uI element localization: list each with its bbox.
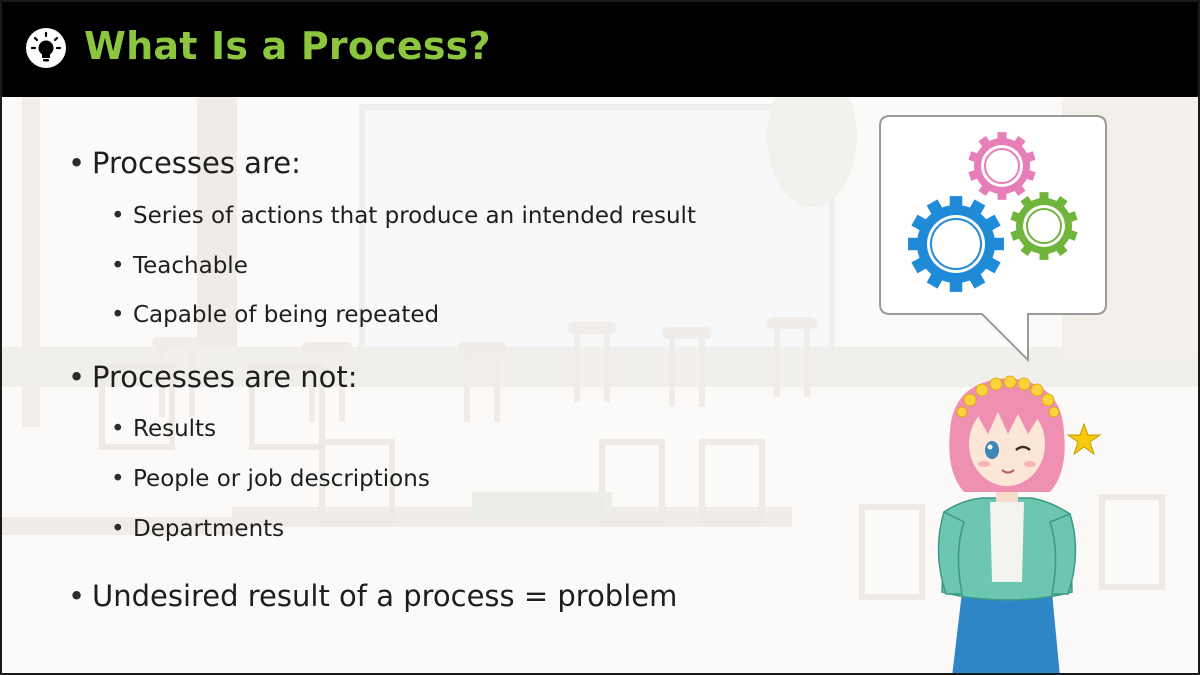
bullet-dot: • <box>111 416 125 442</box>
bullet-dot: • <box>111 203 125 229</box>
bullet-dot: • <box>68 579 86 613</box>
bullet-item: • Undesired result of a process = proble… <box>68 579 678 613</box>
lightbulb-icon <box>26 28 66 68</box>
bullet-text: Teachable <box>133 253 248 279</box>
anime-character-illustration <box>937 375 1102 673</box>
bullet-item: • Results <box>111 416 217 442</box>
slide-header: What Is a Process? <box>2 2 1198 97</box>
slide-title: What Is a Process? <box>84 24 491 68</box>
bullet-text: Results <box>133 416 217 442</box>
bullet-text: People or job descriptions <box>133 466 430 492</box>
gear-icon-green <box>1010 192 1078 260</box>
bullet-list: • Processes are: • Series of actions tha… <box>2 97 862 673</box>
bullet-text: Capable of being repeated <box>133 302 440 328</box>
bullet-item: • Capable of being repeated <box>111 302 440 328</box>
bullet-text: Processes are not: <box>92 360 358 394</box>
bullet-item: • People or job descriptions <box>111 466 430 492</box>
bullet-dot: • <box>111 253 125 279</box>
speech-bubble <box>879 115 1107 363</box>
bullet-dot: • <box>111 302 125 328</box>
bullet-text: Undesired result of a process = problem <box>92 579 678 613</box>
bullet-item: • Departments <box>111 516 285 542</box>
bullet-item: • Teachable <box>111 253 248 279</box>
star-icon <box>1066 422 1102 456</box>
bullet-text: Departments <box>133 516 285 542</box>
bullet-dot: • <box>111 466 125 492</box>
bullet-text: Series of actions that produce an intend… <box>133 203 696 229</box>
bullet-item: • Processes are: <box>68 146 301 180</box>
gear-icon-pink <box>968 132 1036 200</box>
bullet-dot: • <box>68 146 86 180</box>
bullet-item: • Series of actions that produce an inte… <box>111 203 696 229</box>
bullet-dot: • <box>111 516 125 542</box>
bullet-item: • Processes are not: <box>68 360 358 394</box>
bullet-text: Processes are: <box>92 146 301 180</box>
gear-icon-blue <box>908 196 1004 292</box>
bullet-dot: • <box>68 360 86 394</box>
